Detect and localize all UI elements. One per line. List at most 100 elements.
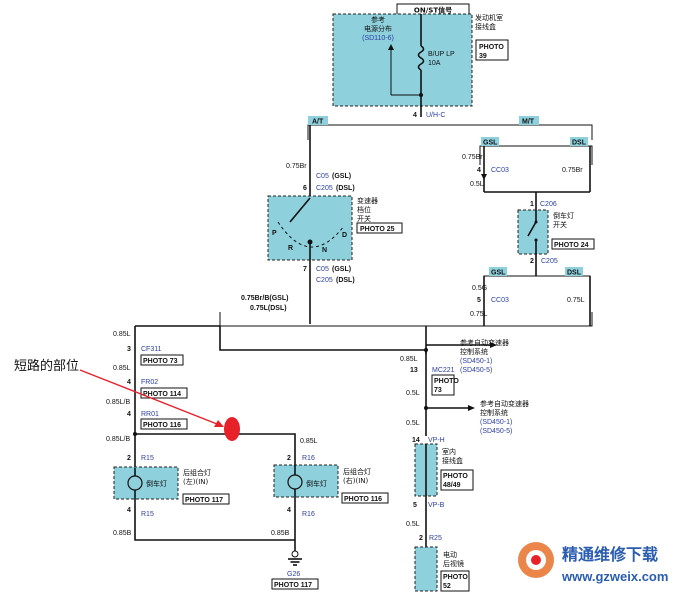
gsl-dsl-bracket-2: [483, 275, 591, 290]
rc-vph: VP-H: [428, 437, 445, 444]
rc-ref1-arrow: [490, 342, 497, 348]
lc-photo116: PHOTO 116: [143, 422, 181, 429]
ll-w: 0.85B: [113, 530, 132, 537]
rl-name: 倒车灯: [306, 479, 327, 488]
mt-w4: 0.5G: [472, 285, 487, 292]
mt-w6: 0.75L: [567, 297, 585, 304]
short-label: 短路的部位: [14, 358, 79, 374]
bsw-arm: [527, 221, 537, 237]
ll-desc1: 后组合灯: [183, 468, 211, 477]
engine-junction-box: [332, 13, 473, 107]
rc-pin5: 5: [413, 502, 417, 509]
mt-pin4: 4: [477, 167, 481, 174]
fuse-name: B/UP LP: [428, 51, 455, 58]
fuse-ref-line1: 参考: [371, 15, 385, 24]
range-switch-arm: [289, 197, 311, 223]
ground-node: [291, 550, 299, 558]
rc-ref2-d: (SD450-5): [480, 428, 512, 435]
at-tag: A/T: [312, 119, 324, 126]
rc-photo48-box: [440, 469, 474, 491]
bsw-pivot: [534, 220, 538, 224]
dsl1-box: [570, 137, 588, 146]
mt-c206: C206: [540, 201, 557, 208]
rc-photo48-b: 48/49: [443, 482, 461, 489]
rc-ref2-c: (SD450-1): [480, 419, 512, 426]
rc-w1: 0.85L: [400, 356, 418, 363]
mt-tag-box: [519, 116, 539, 125]
short-marker: [224, 417, 240, 441]
lc-photo114: PHOTO 114: [143, 391, 181, 398]
c205b: C205: [316, 277, 333, 284]
pos-d: D: [342, 232, 347, 239]
rl-r16b: R16: [302, 511, 315, 518]
gsl2-box: [489, 267, 507, 276]
c05b: C05: [316, 266, 329, 273]
pos-r: R: [288, 245, 293, 252]
lc-pin4: 4: [127, 379, 131, 386]
rc-ref1-b: 控制系统: [460, 347, 488, 356]
dsl-tag-2: DSL: [567, 270, 582, 277]
dsl2-box: [565, 267, 583, 276]
watermark-logo: [518, 542, 554, 578]
ll-pin2: 2: [127, 455, 131, 462]
rc-w2: 0.5L: [406, 390, 420, 397]
rc-cam-a: 电动: [443, 550, 457, 559]
rl-w: 0.85B: [271, 530, 290, 537]
wire-075br: 0.75Br: [286, 163, 307, 170]
left-split-node: [133, 432, 137, 436]
rc-ref2-b: 控制系统: [480, 408, 508, 417]
lc-w4: 0.85L/B: [106, 436, 130, 443]
gsl-tag-2: GSL: [491, 270, 506, 277]
c205-dsl-sfx: (DSL): [336, 185, 355, 192]
wire-bot-sw-1: 0.75Br/B(GSL): [241, 295, 288, 302]
mt-cc03b: CC03: [491, 297, 509, 304]
rl-photo: PHOTO 116: [344, 496, 382, 503]
uh-c-pin: 4: [413, 112, 417, 119]
fuse-ref-line3: (SD110-6): [362, 35, 394, 42]
c05-gsl-sfx: (GSL): [332, 173, 351, 180]
lc-cf311: CF311: [141, 346, 162, 353]
ground-photo: PHOTO 117: [274, 582, 312, 589]
rc-photo73-b: 73: [434, 387, 442, 394]
switch-label2: 档位: [357, 205, 371, 214]
lc-w3: 0.85L/B: [106, 399, 130, 406]
rc-photo73-box: [431, 374, 455, 396]
short-arrow-line: [79, 369, 223, 427]
mt-c205: C205: [541, 258, 558, 265]
photo39-l2: 39: [479, 53, 487, 60]
rc-cam-box: [414, 546, 438, 592]
rc-w3: 0.5L: [406, 420, 420, 427]
on-st-label: ON/ST信号: [414, 6, 452, 15]
at-mt-bracket: [307, 124, 593, 140]
c205b-sfx: (DSL): [336, 277, 355, 284]
watermark-cn: 精通维修下载: [562, 545, 658, 564]
short-arrow-head: [214, 420, 224, 427]
photo24-box: [551, 238, 595, 250]
mt-w3: 0.75Br: [562, 167, 583, 174]
lc-fr02: FR02: [141, 379, 158, 386]
photo39-box: [475, 39, 509, 61]
mt-pin1: 1: [530, 201, 534, 208]
mt-connector-arrow: [481, 174, 487, 180]
mt-w2: 0.5L: [470, 181, 484, 188]
mt-w5: 0.75L: [470, 311, 488, 318]
mt-sw-label2: 开关: [553, 220, 567, 229]
rc-ref1-a: 参考自动变速器: [460, 338, 509, 347]
rc-ref1-c: (SD450-1): [460, 358, 492, 365]
mt-tag: M/T: [522, 119, 535, 126]
mt-sw-label1: 倒车灯: [553, 211, 574, 220]
backup-switch-box: [517, 209, 549, 255]
rl-pin2: 2: [287, 455, 291, 462]
gsl-dsl-bracket-1: [479, 145, 593, 165]
fuse-amp: 10A: [428, 60, 441, 67]
rc-photo52-box: [440, 570, 470, 592]
rc-cam-b: 后视镜: [443, 559, 464, 568]
fuse-symbol: [417, 45, 425, 71]
lc-photo73: PHOTO 73: [143, 358, 178, 365]
right-lamp-feed: [135, 433, 296, 465]
ll-r15: R15: [141, 455, 154, 462]
rl-w-top: 0.85L: [300, 438, 318, 445]
ll-pin4: 4: [127, 507, 131, 514]
rc-mc221: MC221: [432, 367, 455, 374]
lc-w2: 0.85L: [113, 365, 131, 372]
